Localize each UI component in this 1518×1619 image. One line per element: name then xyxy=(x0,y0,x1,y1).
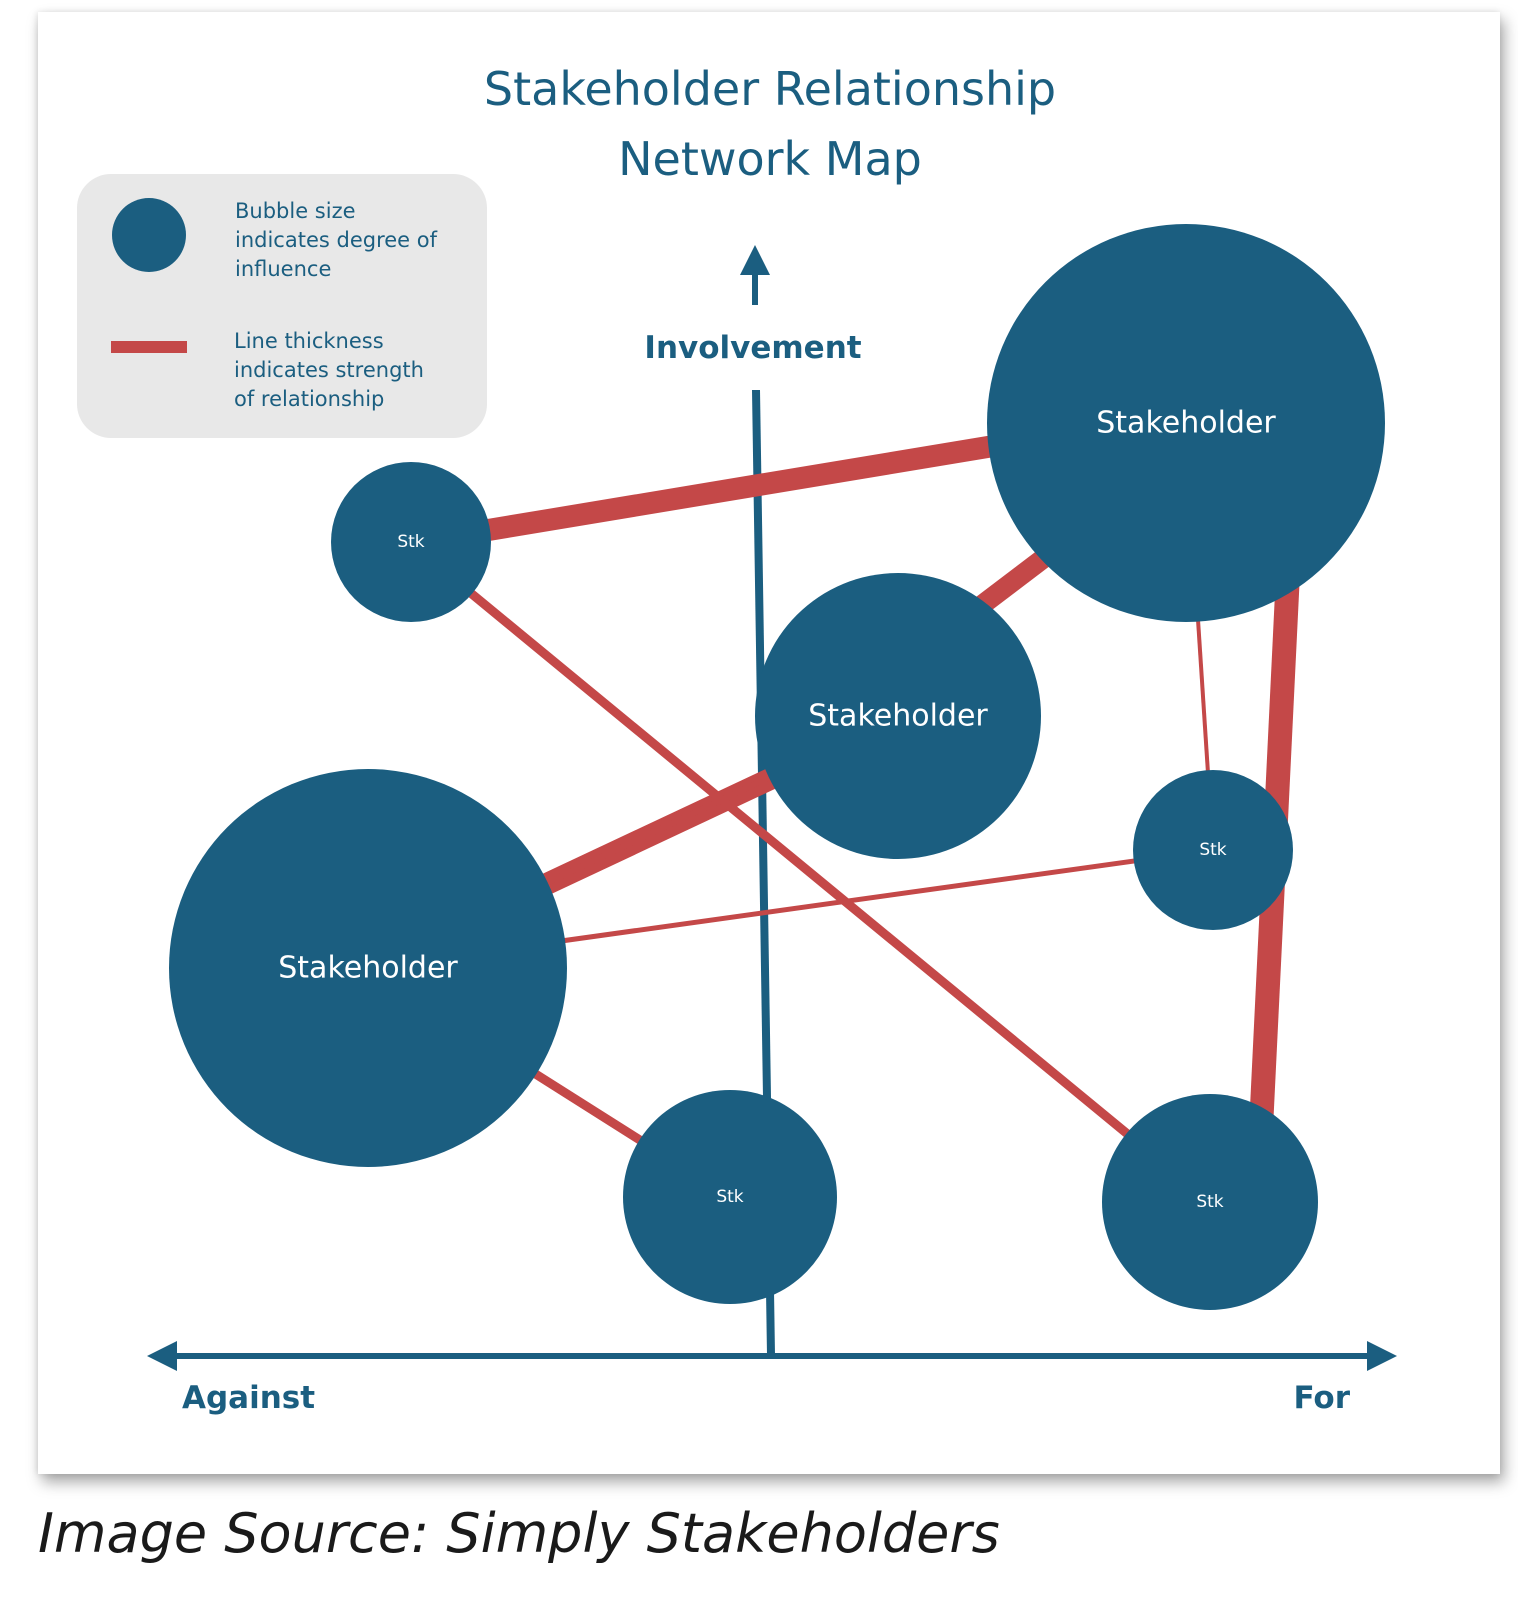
stakeholder-right-small: Stk xyxy=(1133,770,1293,930)
legend-line-text-1: Line thickness xyxy=(234,329,384,353)
stakeholder-left-large: Stakeholder xyxy=(169,769,567,1167)
stakeholder-bottom-center-small: Stk xyxy=(623,1090,837,1304)
legend: Bubble size indicates degree of influenc… xyxy=(77,174,487,438)
for-axis-label: For xyxy=(1293,1380,1350,1416)
relationship-line xyxy=(407,539,1213,1206)
stakeholder-label: Stakeholder xyxy=(278,951,458,986)
stakeholder-bottom-right-small: Stk xyxy=(1102,1094,1318,1310)
stakeholder-label: Stk xyxy=(1196,1192,1223,1212)
legend-line-icon xyxy=(111,341,187,353)
stakeholder-bubble xyxy=(1102,1094,1318,1310)
stakeholder-label: Stakeholder xyxy=(808,699,988,734)
legend-bubble-icon xyxy=(112,198,186,272)
stakeholder-center: Stakeholder xyxy=(755,573,1041,859)
involvement-axis-label: Involvement xyxy=(644,330,861,366)
legend-line-text-2: indicates strength xyxy=(234,358,424,382)
title-line-1: Stakeholder Relationship xyxy=(484,62,1056,116)
legend-bubble-text-3: influence xyxy=(235,257,331,281)
stakeholder-bubble xyxy=(987,224,1385,622)
legend-bubble-text-2: indicates degree of xyxy=(235,228,438,252)
stakeholder-bubble xyxy=(331,462,491,622)
title-line-2: Network Map xyxy=(618,132,922,186)
stakeholder-label: Stakeholder xyxy=(1096,406,1276,441)
stakeholder-top-right: Stakeholder xyxy=(987,224,1385,622)
stakeholder-bubble xyxy=(169,769,567,1167)
against-axis-label: Against xyxy=(182,1380,315,1416)
stakeholder-top-left-small: Stk xyxy=(331,462,491,622)
image-source-caption: Image Source: Simply Stakeholders xyxy=(38,1502,1000,1565)
legend-line-text-3: of relationship xyxy=(234,387,384,411)
stakeholder-bubble xyxy=(1133,770,1293,930)
stakeholder-bubble xyxy=(623,1090,837,1304)
stakeholder-label: Stk xyxy=(1199,840,1226,860)
stakeholder-bubble xyxy=(755,573,1041,859)
stakeholder-label: Stk xyxy=(716,1187,743,1207)
legend-bubble-text-1: Bubble size xyxy=(235,199,356,223)
stakeholder-label: Stk xyxy=(397,532,424,552)
